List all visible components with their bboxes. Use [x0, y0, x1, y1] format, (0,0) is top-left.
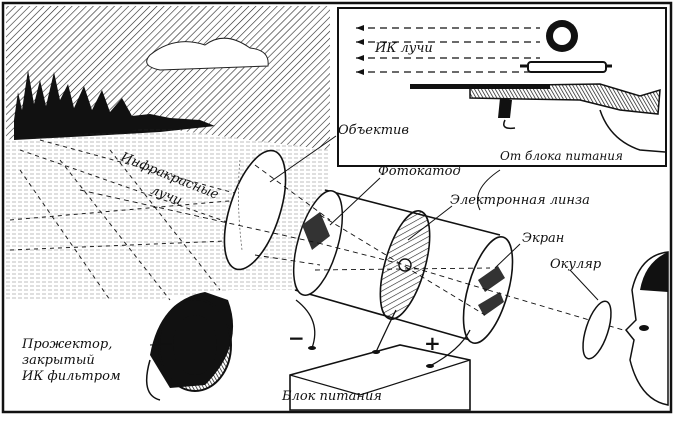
electron-lens-label: Электронная линза: [450, 193, 590, 208]
converter-tube-icon: [79, 164, 641, 344]
landscape-scene: [6, 6, 330, 301]
treeline: [14, 70, 215, 140]
eyepiece-label: Окуляр: [550, 257, 602, 272]
screen-label: Экран: [522, 231, 564, 246]
minus-sign: −: [288, 326, 305, 350]
rifle-icon: [410, 20, 666, 153]
plus-sign: +: [424, 331, 441, 355]
projector-label-line2: закрытый: [22, 353, 95, 368]
projector-label: Прожектор,: [21, 337, 112, 352]
observer-face-icon: [624, 251, 669, 406]
power-unit-icon: [289, 299, 471, 411]
figure-frame: [1, 1, 673, 414]
projector-label-line3: ИК фильтром: [21, 369, 121, 384]
objective-label: Объектив: [338, 123, 409, 138]
power-unit-label: Блок питания: [281, 389, 382, 404]
projector-icon: [145, 292, 234, 401]
photocathode-label: Фотокатод: [378, 164, 461, 179]
ir-rays-top-label: ИК лучи: [374, 41, 433, 56]
rifle-inset: [337, 7, 667, 167]
eyepiece-icon: [582, 300, 612, 360]
power-from-label: От блока питания: [500, 149, 623, 163]
objective-lens-icon: [223, 149, 287, 271]
